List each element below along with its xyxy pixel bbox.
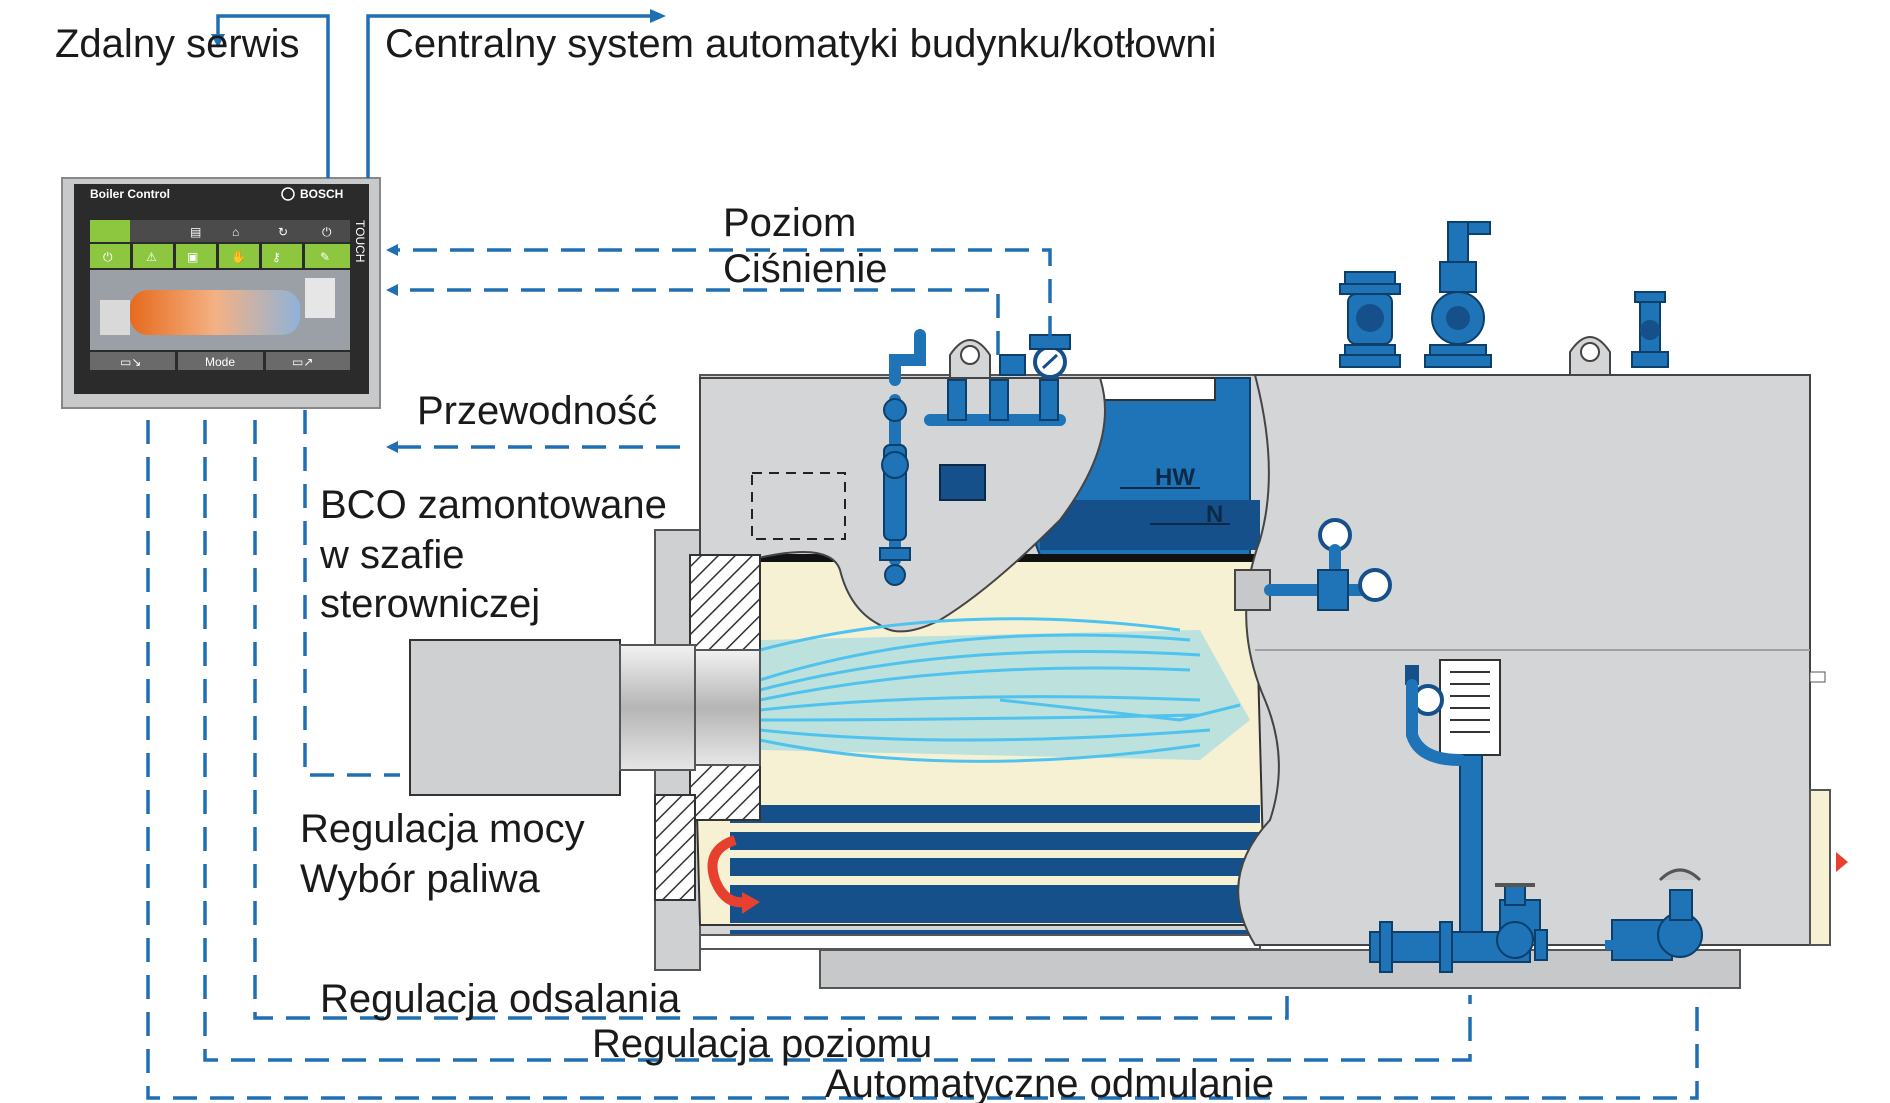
boiler-control-panel[interactable]: Boiler Control BOSCH TOUCH ▤ ⌂ ↻ ⏻ ⏻ ⚠ ▣… [61, 177, 381, 409]
label-level-control: Regulacja poziomu [592, 1022, 932, 1066]
panel-screen-boiler-graphic [130, 290, 300, 335]
lifting-lug-left [949, 339, 991, 379]
vent-valve [1631, 291, 1669, 368]
panel-touch-label: TOUCH [353, 220, 367, 262]
label-bco-line3: sterowniczej [320, 582, 540, 626]
panel-button-wrench[interactable] [305, 244, 350, 268]
label-conductivity: Przewodność [417, 389, 657, 433]
label-bco-line2: w szafie [319, 533, 465, 577]
panel-mode-button[interactable] [178, 352, 263, 370]
pressure-signal-line [398, 288, 1000, 355]
label-bco-line1: BCO zamontowane [320, 483, 667, 527]
level-instrumentation [879, 329, 1071, 586]
safety-valve [1424, 221, 1492, 368]
blowdown-valve [1605, 868, 1703, 961]
panel-button-image[interactable] [176, 244, 216, 268]
panel-title: Boiler Control [90, 187, 170, 201]
panel-button-hand[interactable] [219, 244, 259, 268]
svg-text:⚷: ⚷ [272, 250, 281, 264]
label-level: Poziom [723, 201, 856, 245]
panel-home-icon[interactable]: ⌂ [232, 225, 239, 239]
panel-button-power[interactable] [90, 244, 130, 268]
panel-print-icon[interactable]: ▤ [190, 225, 201, 239]
panel-mode-label: Mode [205, 355, 235, 369]
panel-button-alarm[interactable] [133, 244, 173, 268]
water-level-hw: HW [1155, 464, 1195, 491]
flue-gas-reversal-arrow [707, 835, 746, 908]
label-auto-blowdown: Automatyczne odmulanie [825, 1062, 1274, 1103]
svg-text:⏻: ⏻ [103, 250, 113, 264]
burner-flame [759, 617, 1241, 763]
remote-service-line [216, 14, 330, 178]
panel-forward-button[interactable] [266, 352, 350, 370]
rear-door-hatch [654, 794, 696, 901]
svg-text:⚠: ⚠ [146, 250, 157, 264]
label-pressure: Ciśnienie [723, 247, 888, 291]
panel-back-button[interactable] [90, 352, 175, 370]
svg-text:✋: ✋ [231, 250, 246, 264]
panel-power-icon[interactable]: ⏻ [322, 225, 332, 239]
burner-body [409, 639, 621, 796]
boiler-diagram: HW N [409, 221, 1848, 989]
blowdown-control-line [146, 420, 1699, 1100]
blowdown-instrumentation [1369, 659, 1548, 973]
label-remote-service: Zdalny serwis [55, 22, 300, 66]
fire-tubes [730, 805, 1260, 934]
central-system-line [366, 14, 650, 178]
svg-text:▭↘: ▭↘ [120, 355, 141, 369]
panel-refresh-icon[interactable]: ↻ [278, 225, 288, 239]
water-level-nw: N [1206, 501, 1223, 528]
svg-text:✎: ✎ [320, 250, 330, 264]
desalting-control-line [253, 420, 1289, 1020]
panel-nav-bar [90, 220, 350, 242]
level-control-line [203, 420, 1472, 1062]
signal-lines [146, 9, 1699, 1100]
svg-text:▭↗: ▭↗ [292, 355, 313, 369]
label-power-control: Regulacja mocy [300, 807, 585, 851]
boiler-base [819, 949, 1741, 989]
burner-quarl-upper [689, 554, 761, 666]
boiler-front-shell [1237, 374, 1811, 946]
burner-tube [619, 644, 696, 771]
label-fuel-selection: Wybór paliwa [300, 857, 540, 901]
panel-function-row: ⏻ ⚠ ▣ ✋ ⚷ ✎ [90, 244, 350, 268]
level-signal-line [398, 248, 1052, 340]
power-control-line [303, 410, 400, 777]
labels: Zdalny serwis Centralny system automatyk… [55, 22, 1274, 1103]
panel-grid-button[interactable] [90, 220, 130, 242]
panel-button-key[interactable] [262, 244, 302, 268]
label-desalting-control: Regulacja odsalania [320, 977, 681, 1021]
svg-text:▣: ▣ [187, 250, 198, 264]
control-cabinet-outline [751, 472, 846, 540]
bosch-logo-icon [281, 187, 295, 201]
panel-brand: BOSCH [300, 187, 343, 201]
lifting-lug-right [1569, 336, 1611, 376]
label-central-system: Centralny system automatyki budynku/kotł… [385, 22, 1216, 66]
feed-water-valve [1234, 518, 1392, 611]
main-steam-valve [1339, 271, 1401, 368]
